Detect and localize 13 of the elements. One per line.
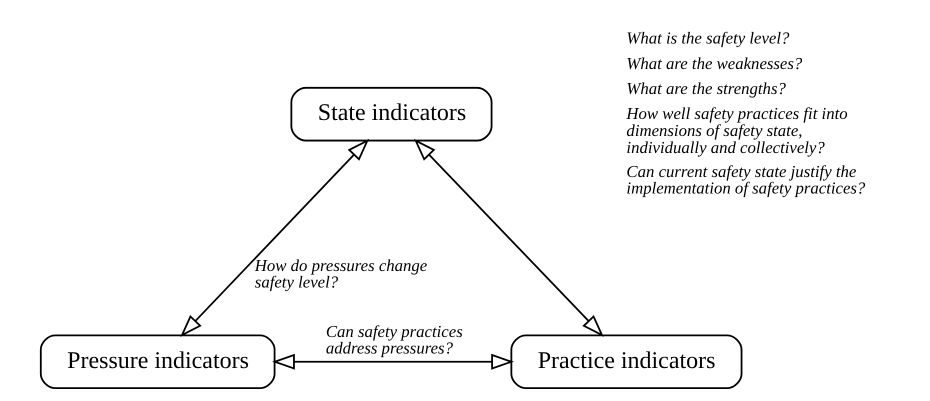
label: What are the weaknesses? — [626, 54, 802, 73]
label: How well safety practices fit into dimensions of safety state, individually and collectively? — [626, 104, 848, 157]
arrow — [413, 138, 604, 337]
edge-label: Can safety practices address pressures? — [325, 322, 462, 358]
node-box: Practice indicators — [510, 334, 742, 390]
arrow — [180, 138, 369, 337]
edge-label: How do pressures change safety level? — [254, 256, 427, 292]
label: Can current safety state justify the implementation of safety practices? — [626, 162, 865, 198]
label: What is the safety level? — [626, 28, 789, 48]
arrow — [272, 354, 514, 370]
node-box: Pressure indicators — [39, 334, 275, 390]
node-box: State indicators — [290, 86, 492, 142]
label: What are the strengths? — [626, 79, 786, 98]
